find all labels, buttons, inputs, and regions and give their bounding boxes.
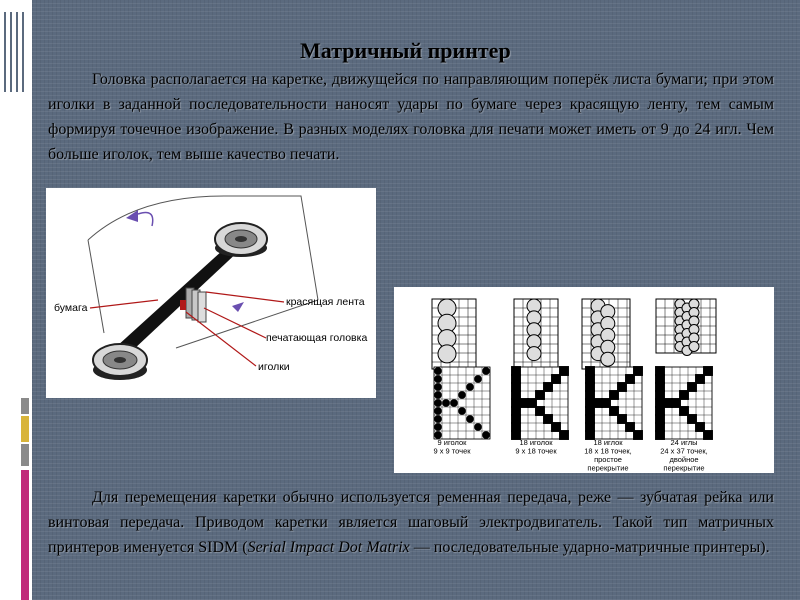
left-decoration — [0, 0, 32, 600]
caption-line: 18 иголок — [519, 438, 553, 447]
pin-circle — [526, 346, 542, 362]
pin-circle — [600, 351, 616, 367]
deco-bar-gray-2 — [21, 444, 29, 466]
paragraph2-part2: — последовательные ударно-матричные прин… — [409, 539, 770, 556]
pointer-needles — [185, 311, 257, 367]
paragraph-head-description: Головка располагается на каретке, движущ… — [48, 71, 774, 163]
dot-matrix-letter-k — [655, 366, 713, 440]
pointer-head — [203, 307, 267, 339]
dot-matrix-letter-k — [511, 366, 569, 440]
deco-bar-pink — [21, 470, 29, 600]
spool-upper-hub — [235, 236, 247, 242]
caption-line: простое — [594, 455, 622, 464]
caption-line: перекрытие — [663, 464, 704, 473]
caption-line: двойное — [669, 455, 698, 464]
pin-grid — [513, 298, 559, 370]
caption-line: перекрытие — [587, 464, 628, 473]
caption-line: 9 иголок — [438, 438, 468, 447]
pin-grid — [431, 298, 477, 370]
caption-line: 9 x 18 точек — [515, 447, 557, 456]
caption-line: 9 x 9 точек — [433, 447, 471, 456]
deco-bar-gray — [21, 398, 29, 414]
spool-lower-hub — [114, 357, 126, 363]
pointer-paper — [89, 299, 159, 309]
paragraph-carriage-drive: Для перемещения каретки обычно используе… — [48, 485, 774, 560]
caption-line: 18 иглок — [593, 438, 623, 447]
dot-matrix-letter-k — [585, 366, 643, 440]
printer-mechanism-svg: бумага красящая лента печатающая головка… — [54, 195, 367, 380]
paper-arrow-head-2 — [232, 302, 244, 312]
caption-line: 18 x 18 точек, — [584, 447, 632, 456]
pin-circle — [437, 344, 457, 364]
deco-bar-gold-small — [21, 416, 29, 420]
label-paper: бумага — [54, 302, 88, 314]
pin-grid — [655, 298, 717, 356]
label-needles: иголки — [258, 361, 290, 373]
paragraph2-part1: Для перемещения каретки обычно используе… — [48, 489, 774, 556]
label-ribbon: красящая лента — [286, 296, 365, 308]
paper-arrow-1 — [137, 211, 154, 227]
paragraph2-italic: Serial Impact Dot Matrix — [247, 539, 410, 556]
caption-line: 24 x 37 точек, — [660, 447, 708, 456]
deco-lines — [4, 12, 26, 92]
pin-circle — [688, 341, 700, 352]
slide-background — [32, 0, 800, 600]
paper-sheet-top — [87, 195, 319, 301]
paper-sheet-left — [87, 239, 105, 334]
slide-title: Матричный принтер — [300, 38, 511, 63]
ribbon-belt — [106, 240, 242, 364]
label-print-head: печатающая головка — [266, 332, 367, 344]
caption-line: 24 иглы — [671, 438, 698, 447]
deco-bar-gold — [21, 420, 29, 442]
pointer-ribbon — [205, 291, 285, 303]
paper-arrow-head-1 — [126, 210, 138, 222]
printer-mechanism-diagram: бумага красящая лента печатающая головка… — [46, 188, 376, 398]
dot-matrix-letter-k — [433, 366, 491, 440]
pin-grid — [581, 298, 631, 370]
paper-sheet-bottom — [175, 299, 319, 349]
print-head — [180, 287, 207, 323]
